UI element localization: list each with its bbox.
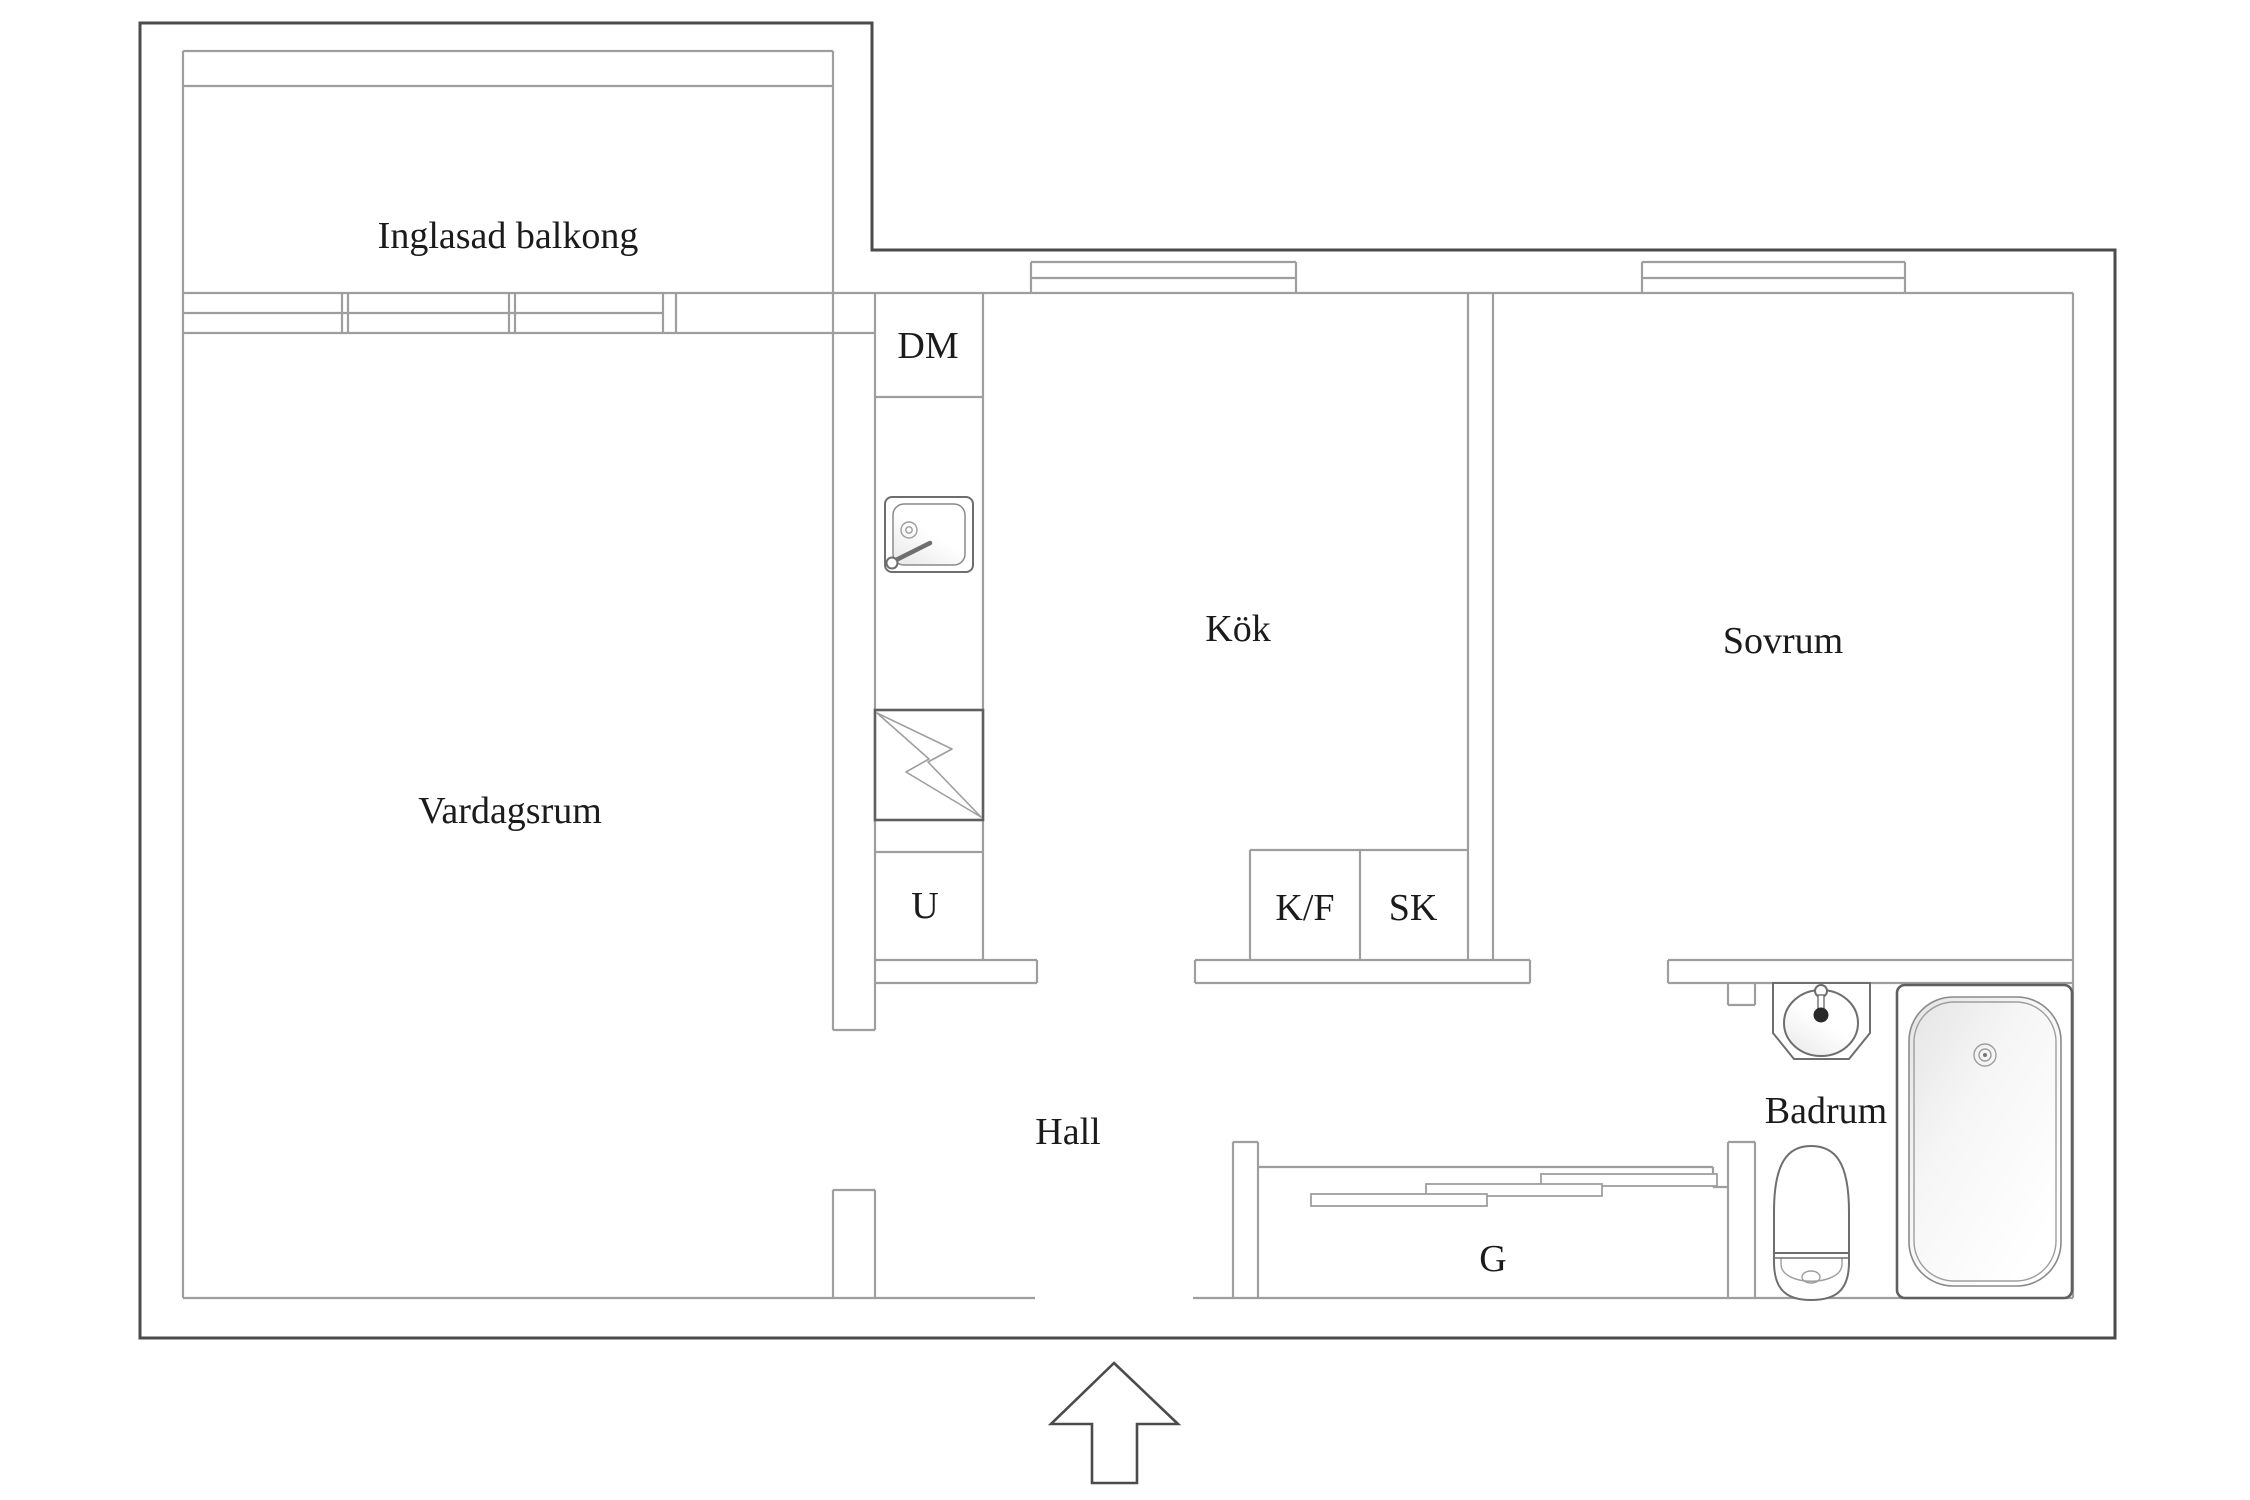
window-bedroom — [1640, 260, 1907, 293]
room-label-bathroom: Badrum — [1765, 1090, 1887, 1132]
washbasin-icon — [1772, 982, 1871, 1060]
entrance-arrow-icon — [1047, 1361, 1182, 1485]
room-label-living-room: Vardagsrum — [418, 790, 602, 832]
room-label-balcony: Inglasad balkong — [378, 215, 639, 257]
fixture-label-oven: U — [911, 885, 938, 927]
kitchen-sink-icon — [884, 496, 974, 573]
bathtub-icon — [1895, 983, 2074, 1300]
room-label-bedroom: Sovrum — [1723, 620, 1843, 662]
fixture-label-dishwasher: DM — [897, 325, 958, 367]
room-label-hall: Hall — [1035, 1111, 1100, 1153]
fixture-label-fridge-freezer: K/F — [1275, 887, 1334, 929]
room-label-kitchen: Kök — [1205, 608, 1270, 650]
wardrobe-sliding-doors-icon — [1310, 1173, 1718, 1207]
toilet-icon — [1773, 1144, 1850, 1302]
window-kitchen — [1029, 260, 1298, 293]
fixture-label-wardrobe: G — [1479, 1238, 1506, 1280]
fixture-label-cleaning-closet: SK — [1389, 887, 1438, 929]
stove-icon — [873, 708, 985, 822]
exterior-walls — [138, 21, 2117, 1340]
